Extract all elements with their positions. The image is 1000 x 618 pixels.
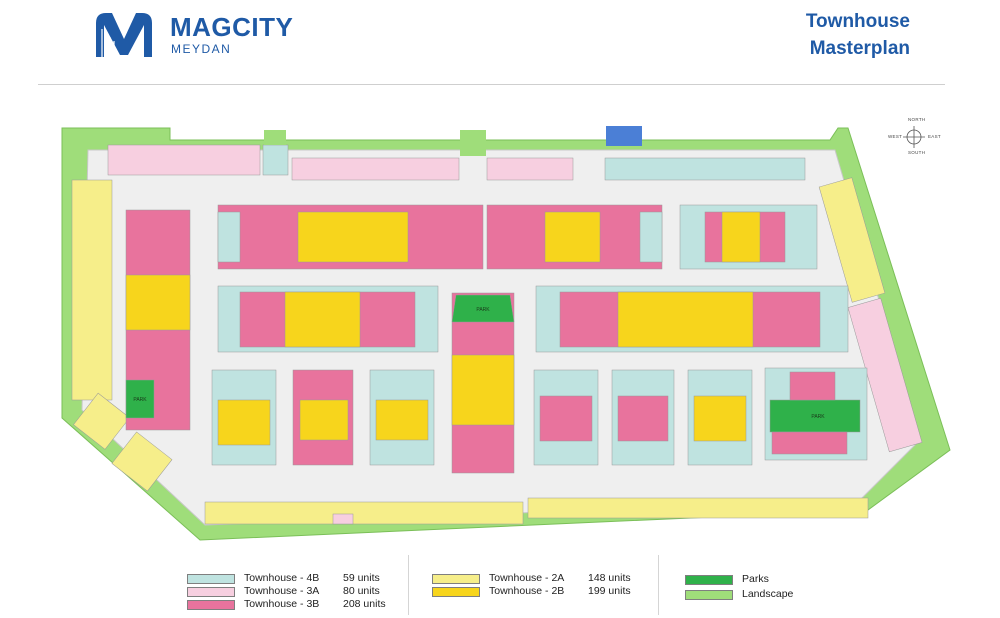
legend-swatch-3a	[187, 587, 235, 597]
legend-units-2a: 148 units	[588, 572, 631, 584]
header: MAGCITY MEYDAN Townhouse Masterplan	[0, 0, 1000, 86]
block-row-1	[217, 204, 818, 270]
brand-name: MAGCITY	[170, 12, 294, 42]
legend-divider-2	[658, 555, 659, 615]
park-label-left: PARK	[133, 397, 147, 403]
legend: Townhouse - 4B 59 units Townhouse - 3A 8…	[0, 560, 1000, 618]
legend-label-parks: Parks	[742, 573, 769, 585]
compass-rose: NORTH SOUTH WEST EAST	[888, 117, 941, 157]
legend-units-3a: 80 units	[343, 585, 380, 597]
legend-label-3a: Townhouse - 3A	[244, 585, 320, 597]
block-row-2	[217, 285, 849, 353]
masterplan-map: PARK PARK PARK	[61, 126, 951, 541]
header-divider	[38, 84, 945, 85]
magcity-logo-icon	[96, 13, 152, 57]
legend-label-3b: Townhouse - 3B	[244, 598, 320, 610]
block-row-3	[211, 367, 868, 466]
legend-units-2b: 199 units	[588, 585, 631, 597]
perimeter-units-bottom	[204, 497, 869, 525]
legend-label-2b: Townhouse - 2B	[489, 585, 565, 597]
compass-north: NORTH	[908, 117, 926, 122]
legend-divider-1	[408, 555, 409, 615]
page-title: Townhouse Masterplan	[806, 8, 910, 62]
compass-south: SOUTH	[908, 150, 926, 155]
legend-units-3b: 208 units	[343, 598, 386, 610]
legend-swatch-2a	[432, 574, 480, 584]
legend-label-2a: Townhouse - 2A	[489, 572, 565, 584]
block-center-tall	[451, 292, 515, 474]
perimeter-units-right	[818, 177, 923, 453]
brand-subtitle: MEYDAN	[171, 42, 232, 56]
compass-icon	[903, 126, 925, 148]
compass-west: WEST	[888, 134, 903, 139]
legend-swatch-landscape	[685, 590, 733, 600]
legend-swatch-3b	[187, 600, 235, 610]
legend-label-4b: Townhouse - 4B	[244, 572, 320, 584]
perimeter-units-left	[71, 179, 173, 492]
block-left-tall	[125, 209, 191, 431]
legend-swatch-2b	[432, 587, 480, 597]
park-label-right: PARK	[811, 414, 825, 420]
title-line-1: Townhouse	[805, 11, 910, 32]
legend-units-4b: 59 units	[343, 572, 380, 584]
legend-label-landscape: Landscape	[742, 588, 794, 600]
compass-east: EAST	[928, 134, 941, 139]
title-line-2: Masterplan	[809, 38, 910, 59]
park-label-center: PARK	[476, 307, 490, 313]
legend-swatch-parks	[685, 575, 733, 585]
legend-swatch-4b	[187, 574, 235, 584]
perimeter-units-top	[107, 126, 806, 181]
